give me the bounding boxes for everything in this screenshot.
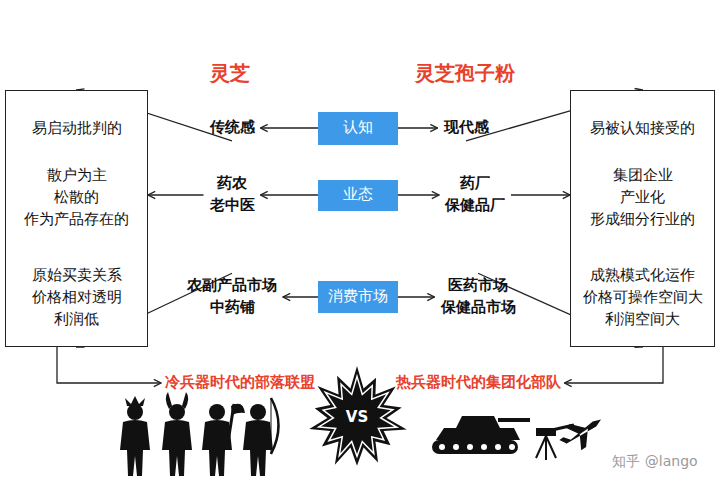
node-text: 业态 [343, 184, 373, 206]
dimension-box: 认知 [318, 112, 398, 145]
node-text: 热兵器时代的集团化部队 [396, 372, 561, 394]
tank-wheels [439, 444, 515, 450]
arrow-connector [511, 194, 570, 195]
arrow-connector [398, 296, 435, 297]
arrow-connector [398, 194, 439, 195]
attribute-text: 现代感 [438, 115, 495, 141]
starburst-inner [319, 376, 397, 456]
node-text: 易启动批判的 [32, 118, 122, 140]
arrow-connector [148, 194, 204, 195]
column-heading: 灵芝孢子粉 [415, 60, 515, 87]
column-heading: 灵芝 [210, 60, 250, 87]
node-text: 消费市场 [328, 286, 388, 308]
bow [271, 398, 279, 454]
node-text: 药农 老中医 [210, 173, 255, 217]
axe-head [231, 404, 245, 415]
node-text: 现代感 [444, 117, 489, 139]
tank-hull [436, 428, 520, 440]
node-text: 冷兵器时代的部落联盟 [165, 372, 315, 394]
starburst-fill [309, 366, 406, 466]
bow-string [271, 398, 272, 454]
attribute-text: 农副产品市场 中药铺 [181, 273, 283, 321]
arrow-connector [261, 127, 319, 128]
node-text: 散户为主 松散的 作为产品存在的 [24, 165, 129, 230]
arrow-connector [261, 194, 319, 195]
modern-weapons [432, 408, 609, 460]
tribal-warriors [120, 392, 279, 476]
warrior-figure [162, 404, 192, 476]
node-text: 认知 [343, 117, 373, 139]
node-text: 原始买卖关系 价格相对透明 利润低 [32, 265, 122, 330]
node-text: VS [346, 407, 368, 429]
watermark: 知乎 @lango [612, 453, 697, 471]
node-text: 传统感 [210, 117, 255, 139]
attribute-text: 医药市场 保健品市场 [435, 273, 522, 321]
arrow-connector [398, 127, 438, 128]
warrior-hair [125, 396, 145, 406]
node-text: 医药市场 保健品市场 [441, 275, 516, 319]
dimension-box: 业态 [318, 180, 398, 211]
node-text: 农副产品市场 中药铺 [187, 275, 277, 319]
attribute-text: 传统感 [204, 115, 261, 141]
warrior-figure [243, 404, 273, 476]
arrow-connector [565, 347, 664, 383]
attribute-text: 药厂 保健品厂 [439, 171, 511, 219]
attribute-text: 药农 老中医 [204, 171, 261, 219]
node-text: 药厂 保健品厂 [445, 173, 505, 217]
versus-burst: VS [305, 365, 409, 471]
node-text: 集团企业 产业化 形成细分行业的 [590, 165, 695, 230]
era-caption: 冷兵器时代的部落联盟 [161, 370, 319, 396]
tank-turret [456, 416, 500, 428]
era-caption: 热兵器时代的集团化部队 [392, 370, 565, 396]
warrior-figure [120, 404, 150, 476]
gun-tripod [536, 436, 556, 460]
fighter-jet [555, 408, 609, 457]
tank-track [432, 440, 518, 454]
dimension-box: 消费市场 [318, 281, 398, 313]
node-text: 成熟模式化运作 价格可操作空间大 利润空间大 [583, 265, 703, 330]
summary-box: 易被认知接受的集团企业 产业化 形成细分行业的成熟模式化运作 价格可操作空间大 … [570, 90, 715, 347]
arrow-connector [57, 347, 161, 383]
node-text: 易被认知接受的 [590, 118, 695, 140]
warrior-horns [166, 392, 189, 409]
tank-barrel [498, 418, 530, 422]
arrow-connector [283, 296, 318, 297]
summary-box: 易启动批判的散户为主 松散的 作为产品存在的原始买卖关系 价格相对透明 利润低 [5, 90, 148, 347]
